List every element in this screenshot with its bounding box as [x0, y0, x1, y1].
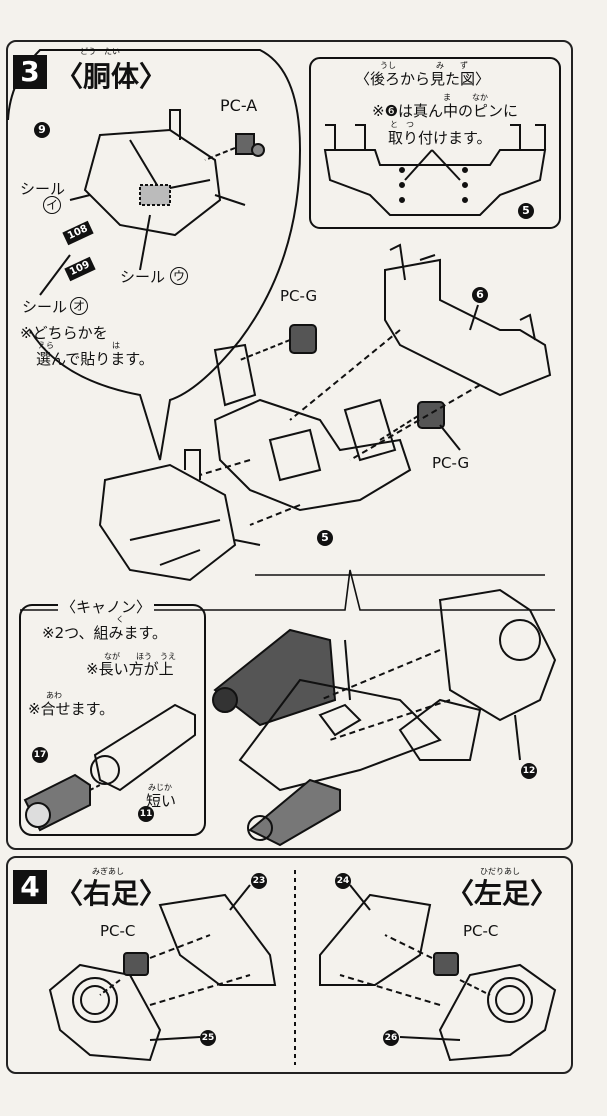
- part-9-marker: 9: [34, 122, 50, 138]
- seal-note-ruby-ha: は: [112, 341, 120, 350]
- cannon-note-two: ※2つ、組みます。: [42, 624, 168, 642]
- part-25-marker: 25: [200, 1030, 216, 1046]
- rear-view-ruby: うし み ず: [380, 61, 468, 70]
- pc-a-label: PC-A: [220, 96, 258, 115]
- seal-u-mark: ウ: [170, 267, 188, 285]
- rear-view-note-line2: 取り付けます。: [388, 129, 492, 147]
- part-24-marker: 24: [335, 873, 351, 889]
- seal-o-label: シール: [22, 296, 67, 317]
- seal-o-text: シール: [22, 298, 68, 316]
- section3-title: 〈胴体〉: [55, 60, 168, 93]
- rear-view-note-line1: ※❻は真ん中のピンに: [372, 102, 519, 120]
- part-6-marker: 6: [472, 287, 488, 303]
- left-foot-ruby: ひだりあし: [480, 867, 520, 876]
- pc-c-left-label: PC-C: [463, 922, 499, 940]
- step-3-badge: 3: [13, 55, 47, 89]
- seal-i-label: シール: [20, 178, 65, 199]
- title-ruby-doutai: どう たい: [80, 47, 120, 56]
- seal-note-line1: ※どちらかを: [20, 324, 108, 342]
- cannon-ruby-short: みじか: [148, 783, 172, 792]
- step-4-badge: 4: [13, 870, 47, 904]
- seal-i-mark: イ: [43, 196, 61, 214]
- seal-u-text: シール: [120, 268, 166, 286]
- rear-view-part-5: 5: [518, 203, 534, 219]
- rear-view-ruby-naka: なか: [472, 93, 488, 102]
- part-11-marker: 11: [138, 806, 154, 822]
- part-23-marker: 23: [251, 873, 267, 889]
- section3-frame: [6, 40, 573, 850]
- rear-view-ruby-ma: ま: [443, 93, 451, 102]
- pc-g-top-label: PC-G: [280, 287, 318, 305]
- left-foot-title: 〈左足〉: [446, 877, 559, 910]
- rear-view-title: 〈後ろから見た図〉: [355, 70, 491, 88]
- seal-note-line2: 選んで貼ります。: [36, 350, 154, 368]
- seal-note-ruby-erab: えら: [38, 341, 54, 350]
- cannon-ruby-awa: あわ: [46, 691, 62, 700]
- cannon-note-match: ※合せます。: [28, 700, 115, 718]
- cannon-note-long: ※長い方が上: [86, 660, 174, 678]
- rear-view-ruby-tsu: と つ: [390, 120, 414, 129]
- pc-c-right-label: PC-C: [100, 922, 136, 940]
- part-12-marker: 12: [521, 763, 537, 779]
- part-5-marker: 5: [317, 530, 333, 546]
- cannon-ruby-long: なが ほう うえ: [104, 652, 176, 661]
- right-foot-ruby: みぎあし: [92, 867, 124, 876]
- seal-i-text: シール: [20, 180, 66, 198]
- part-17-marker: 17: [32, 747, 48, 763]
- cannon-ruby-ku: く: [116, 615, 124, 624]
- seal-u-label: シール: [120, 266, 165, 287]
- section4-frame: [6, 856, 573, 1074]
- part-26-marker: 26: [383, 1030, 399, 1046]
- cannon-short-label: 短い: [146, 792, 177, 810]
- cannon-title: 〈キャノン〉: [58, 596, 155, 617]
- seal-o-mark: オ: [70, 297, 88, 315]
- right-foot-title: 〈右足〉: [55, 877, 168, 910]
- pc-g-right-label: PC-G: [432, 454, 470, 472]
